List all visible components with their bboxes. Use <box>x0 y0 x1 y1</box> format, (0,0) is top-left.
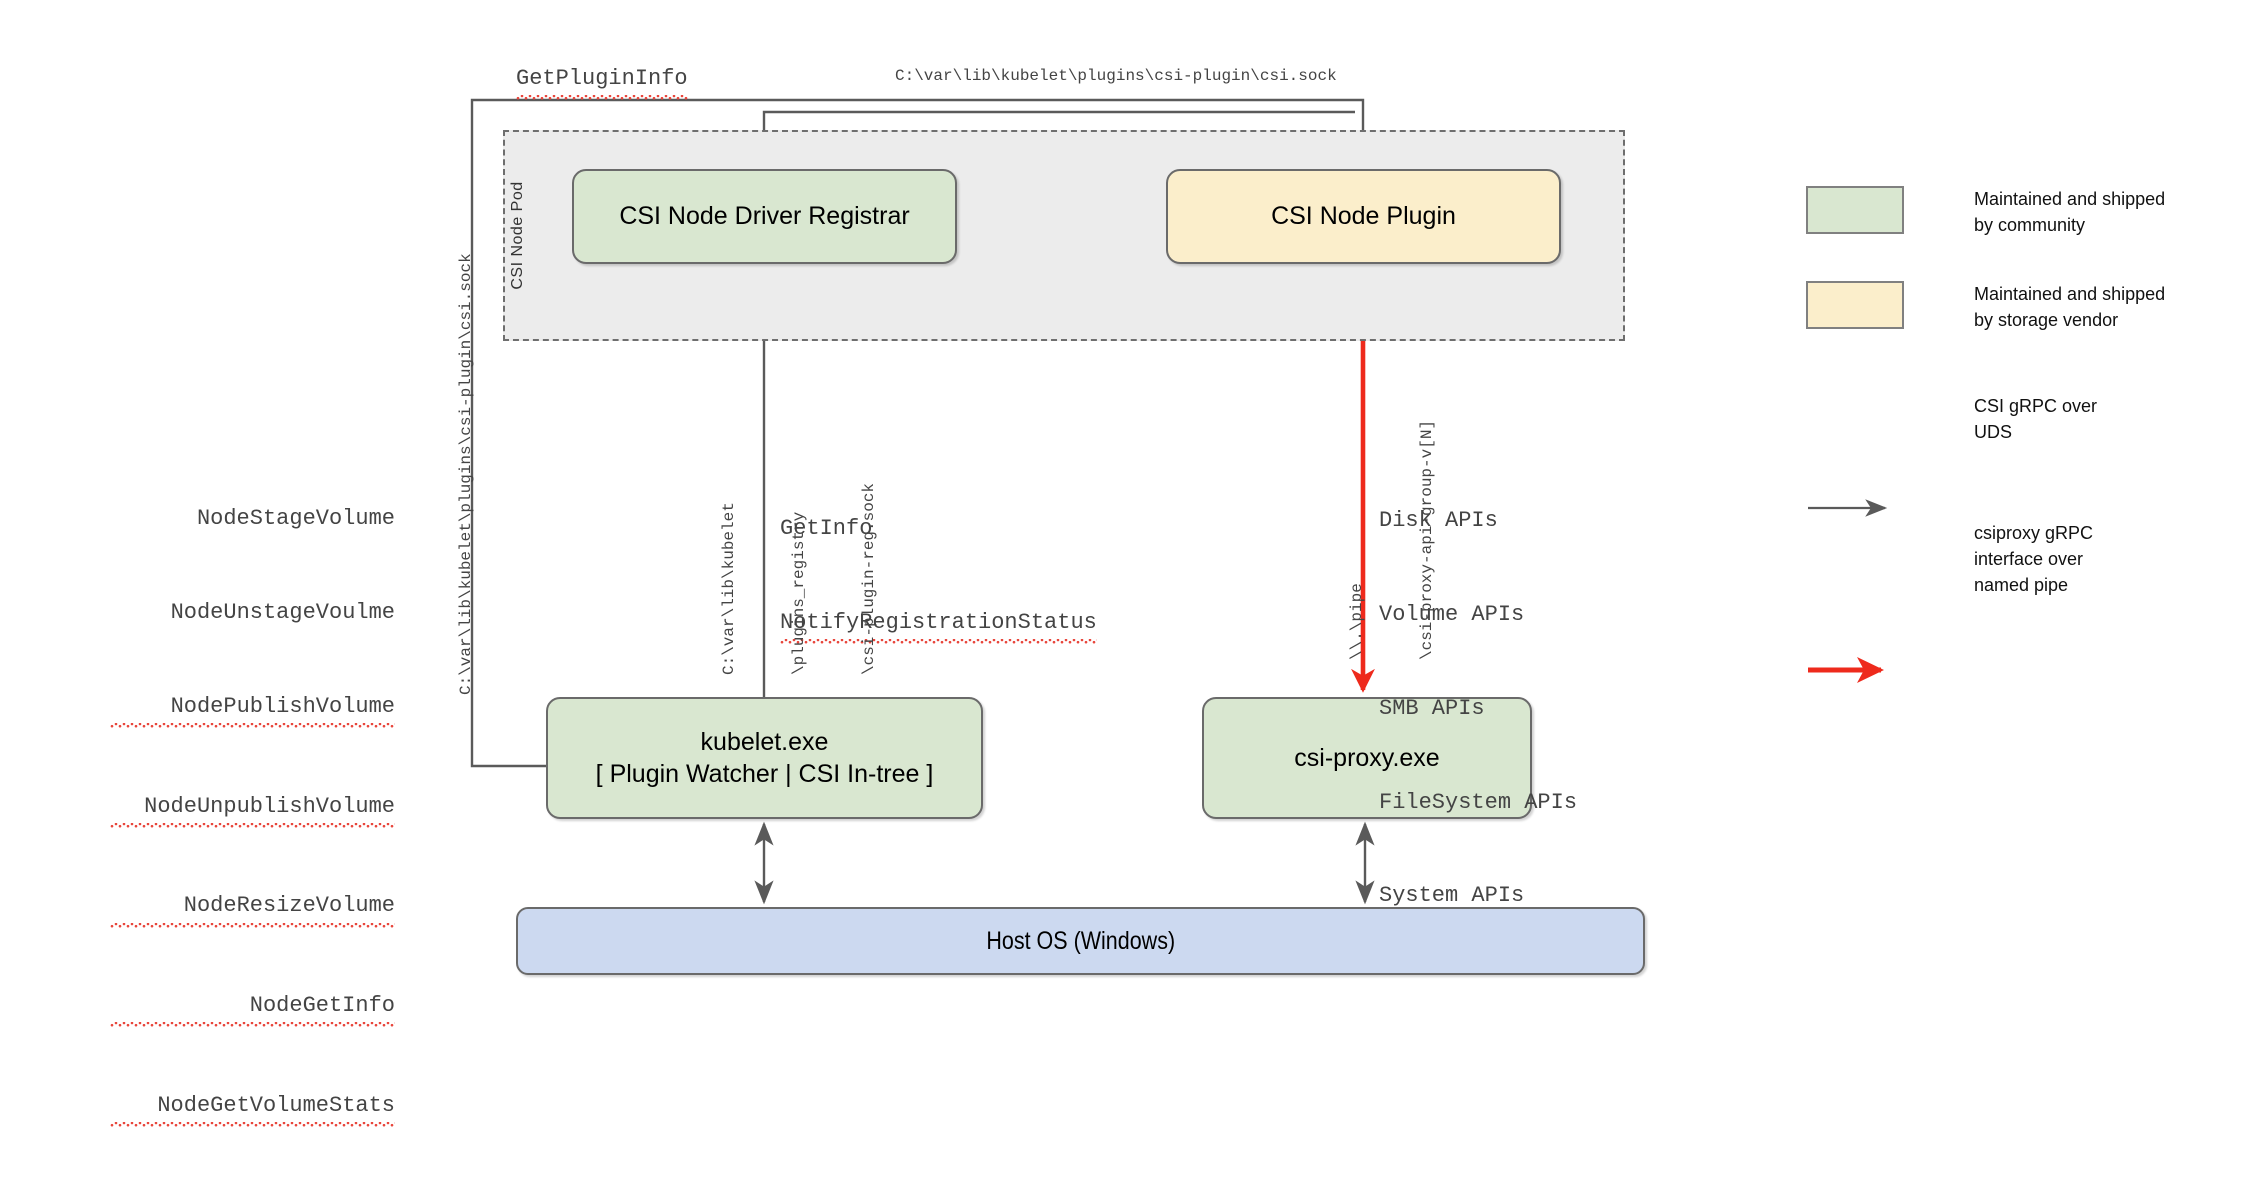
legend-label-community: Maintained and shipped by community <box>1974 186 2165 238</box>
node-csi-node-driver-registrar-label: CSI Node Driver Registrar <box>619 202 910 231</box>
legend-label-community-line1: Maintained and shipped <box>1974 189 2166 209</box>
red-arrow-icon <box>1806 520 1904 550</box>
csi-node-pod-label: CSI Node Pod <box>509 181 526 290</box>
legend-label-vendor-line1: Maintained and shipped <box>1974 284 2166 304</box>
label-csi-sock-vertical: C:\var\lib\kubelet\plugins\csi-plugin\cs… <box>457 253 475 695</box>
legend-label-uds: CSI gRPC over UDS <box>1974 391 2097 445</box>
legend-label-uds-line2: UDS <box>1974 422 2013 443</box>
label-node-api-3: NodeUnpublishVolume <box>110 790 395 828</box>
legend-label-vendor-line2: by storage vendor <box>1974 310 2119 331</box>
label-registry-path-1: \plugins_registry <box>789 511 808 675</box>
legend-label-uds-line1: CSI gRPC over <box>1974 396 2098 416</box>
node-csi-proxy-exe-label: csi-proxy.exe <box>1294 743 1440 772</box>
label-node-api-2: NodePublishVolume <box>110 690 395 728</box>
legend-item-vendor: Maintained and shipped by storage vendor <box>1806 281 2165 333</box>
diagram-canvas: CSI Node Pod CSI Node Driver Registrar C… <box>110 63 2165 1121</box>
label-named-pipe-0: \\.\pipe <box>1348 583 1367 660</box>
label-notify-registration-status: NotifyRegistrationStatus <box>780 607 1097 644</box>
label-csi-sock-path: C:\var\lib\kubelet\plugins\csi-plugin\cs… <box>895 67 1337 85</box>
legend-label-vendor: Maintained and shipped by storage vendor <box>1974 281 2165 333</box>
label-csi-proxy-api-0: Disk APIs <box>1379 508 1498 534</box>
label-node-api-6: NodeGetVolumeStats <box>110 1089 395 1127</box>
node-host-os[interactable]: Host OS (Windows) <box>516 907 1645 975</box>
label-csi-proxy-api-4: System APIs <box>1379 883 1525 909</box>
label-node-api-0: NodeStageVolume <box>196 506 395 532</box>
node-host-os-label: Host OS (Windows) <box>986 926 1175 955</box>
node-csi-node-plugin-label: CSI Node Plugin <box>1271 202 1456 231</box>
label-named-pipe-path: \\.\pipe \csi-proxy-api-group-v[N] <box>1300 420 1486 660</box>
label-csi-proxy-api-1: Volume APIs <box>1379 602 1525 628</box>
legend-label-pipe-line3: named pipe <box>1974 575 2069 596</box>
label-get-info: GetInfo <box>780 516 873 542</box>
node-kubelet-exe-label: kubelet.exe <box>700 727 829 756</box>
label-csi-proxy-api-2: SMB APIs <box>1379 695 1485 721</box>
label-named-pipe-1: \csi-proxy-api-group-v[N] <box>1417 419 1436 660</box>
label-node-service-apis: NodeStageVolume NodeUnstageVoulme NodePu… <box>110 441 395 1189</box>
legend-label-community-line2: by community <box>1974 215 2086 236</box>
label-registry-path-2: \csi-plugin-reg.sock <box>859 482 878 675</box>
gray-arrow-icon <box>1806 391 1904 421</box>
legend-swatch-vendor <box>1806 281 1904 329</box>
label-registry-path-0: C:\var\lib\kubelet <box>720 502 739 675</box>
legend-swatch-community <box>1806 186 1904 234</box>
label-node-api-1: NodeUnstageVoulme <box>170 600 395 626</box>
legend-item-community: Maintained and shipped by community <box>1806 186 2165 238</box>
legend-item-uds: CSI gRPC over UDS <box>1806 391 2097 445</box>
label-csi-proxy-api-3: FileSystem APIs <box>1379 789 1578 815</box>
legend-label-pipe-line1: csiproxy gRPC <box>1974 523 2094 543</box>
node-csi-node-plugin[interactable]: CSI Node Plugin <box>1166 169 1561 264</box>
edge-getplugininfo <box>470 98 1373 768</box>
node-kubelet-exe-sublabel: [ Plugin Watcher | CSI In-tree ] <box>595 760 934 788</box>
node-csi-proxy-exe[interactable]: csi-proxy.exe <box>1202 697 1532 819</box>
label-csi-proxy-apis: Disk APIs Volume APIs SMB APIs FileSyste… <box>1379 443 1577 974</box>
legend-label-named-pipe: csiproxy gRPC interface over named pipe <box>1974 520 2093 598</box>
label-registration-calls: GetInfo NotifyRegistrationStatus <box>780 451 1097 707</box>
node-csi-node-driver-registrar[interactable]: CSI Node Driver Registrar <box>572 169 957 264</box>
label-node-api-4: NodeResizeVolume <box>110 890 395 927</box>
label-node-api-5: NodeGetInfo <box>110 989 395 1027</box>
label-plugins-registry-path: C:\var\lib\kubelet \plugins_registry \cs… <box>672 483 927 675</box>
node-kubelet-exe[interactable]: kubelet.exe [ Plugin Watcher | CSI In-tr… <box>546 697 983 819</box>
legend-label-pipe-line2: interface over <box>1974 549 2084 570</box>
legend-item-named-pipe: csiproxy gRPC interface over named pipe <box>1806 520 2093 598</box>
label-get-plugin-info: GetPluginInfo <box>516 63 688 100</box>
